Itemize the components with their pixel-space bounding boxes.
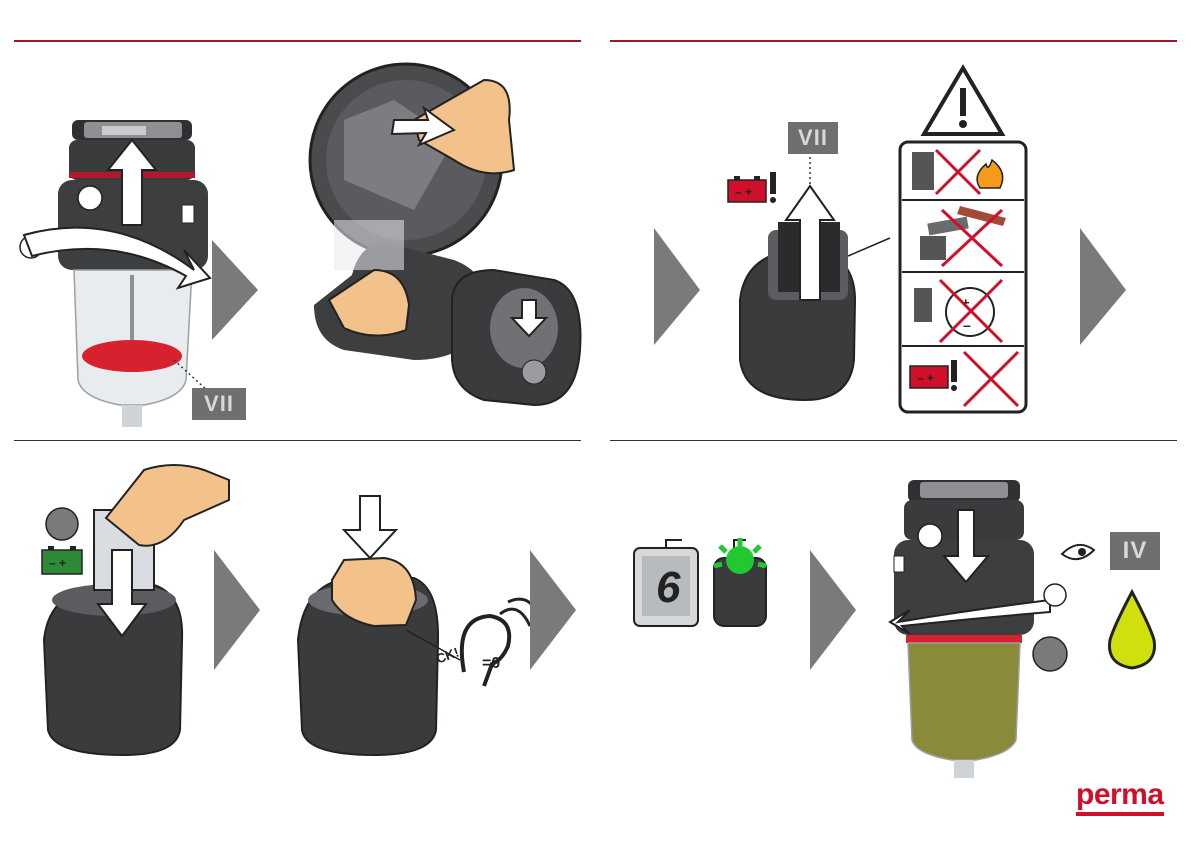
droplet-icon — [1109, 592, 1154, 668]
step-marker-5 — [1044, 584, 1066, 606]
step-arrow-5 — [530, 550, 576, 670]
battery-icon-green: – + — [42, 546, 82, 574]
drive-unit-open — [740, 222, 855, 400]
badge-iv-label: IV — [1110, 532, 1160, 570]
step-arrow-1 — [212, 240, 258, 340]
perma-logo: perma — [1076, 780, 1168, 820]
step-marker-3 — [46, 508, 78, 540]
perma-logo-text: perma — [1076, 780, 1168, 810]
badge-vii-2: VII — [788, 122, 838, 154]
svg-text:– +: – + — [735, 185, 752, 199]
step-marker-1 — [78, 186, 102, 210]
panel-reinstall-lubricator: 6 — [610, 450, 1180, 780]
badge-iv: IV — [1110, 532, 1160, 570]
panel-insert-battery: – + — [14, 450, 584, 780]
press-arrow — [344, 496, 396, 558]
top-left-rule — [14, 40, 581, 42]
step-arrow-4 — [214, 550, 260, 670]
hand-insert — [106, 465, 229, 546]
badge-vii-2-label: VII — [788, 122, 838, 154]
battery-warning-panel: + – – + — [900, 68, 1026, 412]
panel-remove-battery: – + + – – + — [610, 60, 1180, 435]
mid-left-rule — [14, 440, 581, 441]
display-digit: 6 — [656, 563, 681, 612]
svg-text:– +: – + — [49, 556, 66, 570]
perma-logo-bar — [1076, 812, 1164, 816]
ear-sign: =0 — [482, 655, 500, 673]
svg-text:– +: – + — [917, 371, 934, 385]
step-marker-6 — [1033, 637, 1067, 671]
battery-icon: – + — [728, 172, 776, 203]
step-marker-4 — [918, 524, 942, 548]
drive-unit-side — [452, 270, 580, 405]
badge-vii-1-label: VII — [192, 388, 246, 420]
step-arrow-6 — [810, 550, 856, 670]
ear-icon — [462, 616, 509, 686]
mid-right-rule — [610, 440, 1177, 441]
step-arrow-2 — [654, 228, 700, 345]
step-arrow-3 — [1080, 228, 1126, 345]
panel-remove-lubricator — [14, 60, 584, 435]
top-right-rule — [610, 40, 1177, 42]
badge-vii-1: VII — [192, 388, 246, 420]
